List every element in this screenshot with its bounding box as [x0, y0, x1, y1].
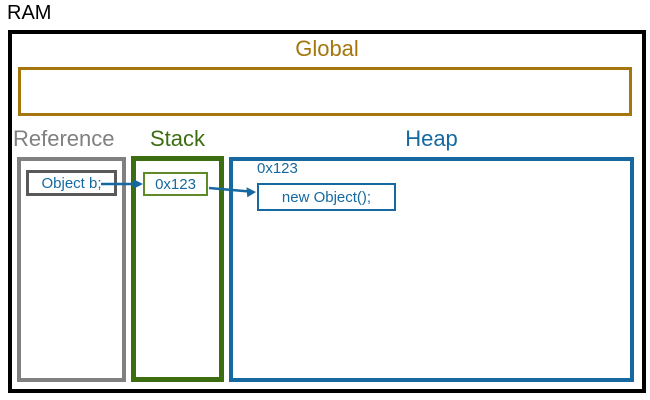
global-memory-box: [18, 67, 632, 116]
stack-section-label: Stack: [149, 126, 206, 151]
object-b-cell: Object b;: [26, 170, 117, 196]
ram-title: RAM: [7, 2, 52, 24]
object-b-label: Object b;: [41, 174, 102, 192]
new-object-cell: new Object();: [257, 183, 396, 211]
stack-address-cell: 0x123: [143, 172, 208, 196]
heap-section-label: Heap: [405, 126, 458, 151]
heap-address-label: 0x123: [257, 160, 298, 177]
global-section-label: Global: [295, 36, 359, 61]
new-object-label: new Object();: [281, 188, 372, 206]
stack-address-label: 0x123: [155, 175, 196, 193]
reference-section-label: Reference: [13, 126, 115, 151]
